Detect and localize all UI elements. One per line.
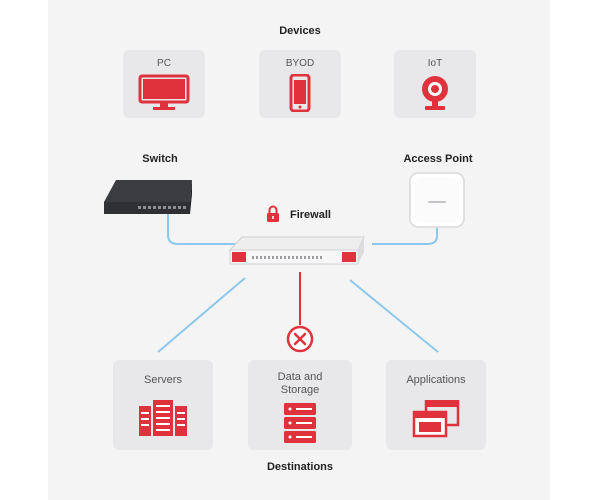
device-label-pc: PC	[157, 58, 171, 69]
destination-card-servers: Servers	[113, 360, 213, 450]
destination-label-storage-line1: Data and	[277, 371, 323, 383]
applications-link	[349, 279, 439, 353]
lock-icon	[267, 205, 279, 222]
switch-title: Switch	[142, 153, 178, 165]
destinations-title: Destinations	[266, 461, 333, 473]
accesspoint-firewall-link	[372, 228, 438, 245]
webcam-icon	[422, 76, 448, 110]
destination-label-servers: Servers	[144, 374, 182, 386]
device-label-byod: BYOD	[285, 58, 315, 69]
server-icon	[139, 400, 187, 436]
servers-link	[157, 277, 246, 353]
device-card-pc: PC	[123, 50, 205, 118]
switch-firewall-link	[167, 212, 236, 245]
smartphone-icon	[289, 74, 311, 112]
destination-card-storage: Data and Storage	[248, 360, 352, 450]
devices-title: Devices	[279, 25, 321, 37]
device-label-iot: IoT	[427, 58, 443, 69]
monitor-icon	[138, 74, 190, 110]
firewall-title: Firewall	[290, 209, 331, 221]
access-point-title: Access Point	[403, 153, 473, 165]
blocked-x-icon	[286, 325, 314, 353]
destination-card-applications: Applications	[386, 360, 486, 450]
destination-label-storage-line2: Storage	[280, 384, 320, 396]
switch-icon	[104, 180, 192, 214]
application-windows-icon	[412, 400, 460, 438]
access-point-icon	[409, 172, 465, 228]
firewall-appliance-icon	[228, 236, 365, 265]
device-card-iot: IoT	[394, 50, 476, 118]
storage-icon	[284, 403, 316, 443]
destination-label-applications: Applications	[406, 374, 466, 386]
device-card-byod: BYOD	[259, 50, 341, 118]
